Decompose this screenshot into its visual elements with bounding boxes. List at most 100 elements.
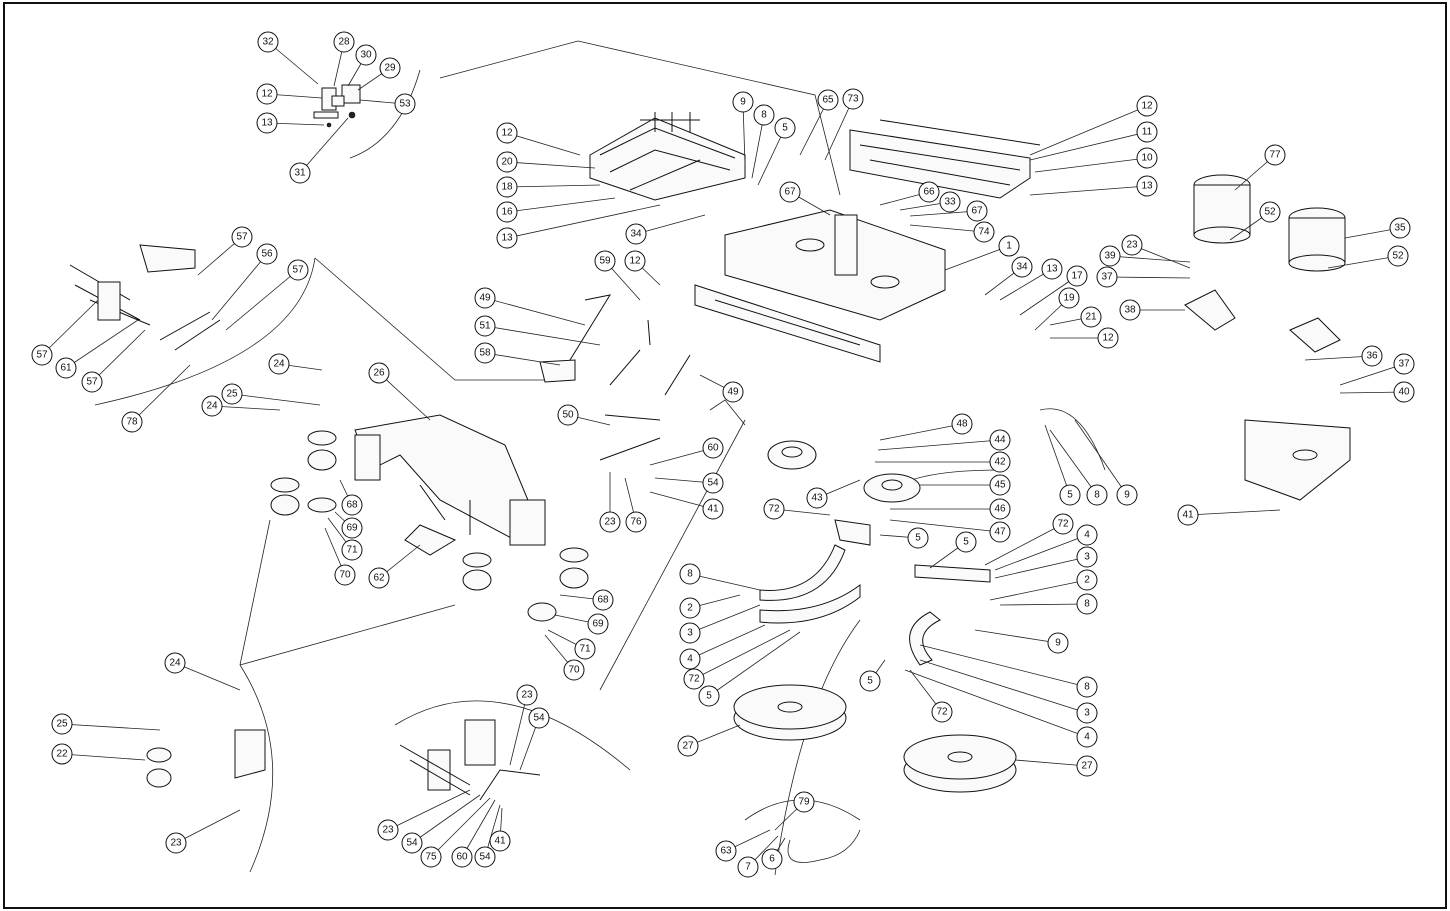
callout-number: 52 (1264, 207, 1276, 218)
callout-balloon: 72 (1052, 513, 1074, 535)
callout-number: 24 (273, 359, 285, 370)
callout-balloon: 8 (1076, 676, 1098, 698)
callout-balloon: 52 (1387, 245, 1409, 267)
leader-line (484, 352, 561, 366)
callout-number: 34 (630, 229, 642, 240)
callout-balloon: 5 (1059, 484, 1081, 506)
leader-line (1109, 255, 1191, 263)
callout-balloon: 71 (341, 539, 363, 561)
callout-number: 12 (261, 89, 273, 100)
leader-line (919, 644, 1088, 688)
callout-number: 67 (971, 206, 983, 217)
callout-balloon: 41 (1177, 504, 1199, 526)
callout-balloon: 63 (715, 840, 737, 862)
callout-balloon: 23 (599, 511, 621, 533)
leader-line (211, 405, 281, 411)
leader-line (506, 161, 596, 169)
callout-balloon: 45 (989, 474, 1011, 496)
callout-balloon: 33 (939, 191, 961, 213)
callout-balloon: 48 (951, 413, 973, 435)
leader-line (944, 245, 1010, 271)
callout-number: 72 (768, 504, 780, 515)
callout-balloon: 25 (221, 383, 243, 405)
callout-balloon: 54 (474, 846, 496, 868)
callout-number: 36 (1366, 351, 1378, 362)
callout-balloon: 69 (587, 613, 609, 635)
callout-number: 5 (915, 533, 921, 544)
rail-assembly-detail (849, 119, 1041, 199)
leader-line (708, 631, 801, 697)
callout-number: 40 (1398, 387, 1410, 398)
callout-balloon: 5 (774, 117, 796, 139)
leader-line (1029, 105, 1148, 156)
leader-line (689, 604, 761, 634)
callout-number: 62 (373, 573, 385, 584)
callout-number: 41 (707, 504, 719, 515)
leader-line (231, 393, 321, 406)
callout-balloon: 41 (489, 830, 511, 852)
leader-line (378, 372, 431, 421)
callout-balloon: 3 (1076, 546, 1098, 568)
callout-number: 72 (936, 707, 948, 718)
callout-balloon: 76 (625, 511, 647, 533)
motor-assembly-detail (1184, 174, 1351, 501)
callout-number: 50 (562, 410, 574, 421)
leader-line (1187, 509, 1281, 516)
leader-line (1339, 391, 1405, 394)
callout-balloon: 49 (722, 381, 744, 403)
callout-number: 12 (629, 256, 641, 267)
callout-number: 63 (720, 846, 732, 857)
leader-line (484, 297, 586, 326)
callout-number: 29 (384, 63, 396, 74)
callout-number: 10 (1141, 153, 1153, 164)
leader-line (61, 723, 161, 731)
callout-balloon: 13 (1136, 175, 1158, 197)
callout-number: 9 (1124, 490, 1130, 501)
callout-balloon: 31 (289, 162, 311, 184)
leader-line (994, 556, 1088, 579)
leader-lines (41, 41, 1405, 868)
callout-balloon: 60 (451, 846, 473, 868)
callout-number: 54 (707, 478, 719, 489)
callout-balloon: 3 (679, 622, 701, 644)
callout-number: 4 (1084, 530, 1090, 541)
leader-line (751, 114, 765, 179)
callout-number: 6 (769, 854, 775, 865)
callout-balloon: 12 (1136, 95, 1158, 117)
leader-line (387, 789, 471, 831)
callout-number: 56 (261, 249, 273, 260)
leader-line (1014, 759, 1088, 767)
leader-line (693, 629, 791, 680)
callout-number: 8 (687, 569, 693, 580)
callout-balloon: 67 (779, 181, 801, 203)
callout-balloon: 34 (625, 223, 647, 245)
callout-balloon: 75 (420, 846, 442, 868)
callout-number: 23 (382, 825, 394, 836)
callout-balloon: 34 (1011, 256, 1033, 278)
callout-number: 66 (923, 187, 935, 198)
callout-number: 69 (346, 523, 358, 534)
leader-line (974, 629, 1059, 644)
callout-balloon: 51 (474, 315, 496, 337)
callout-number: 60 (707, 443, 719, 454)
callout-number: 22 (56, 749, 68, 760)
callout-balloon: 57 (287, 259, 309, 281)
callout-number: 24 (206, 401, 218, 412)
callout-balloon: 57 (231, 226, 253, 248)
callout-balloon: 24 (268, 353, 290, 375)
callout-number: 16 (501, 207, 513, 218)
callout-number: 3 (1084, 552, 1090, 563)
callout-number: 51 (479, 321, 491, 332)
callout-number: 28 (338, 37, 350, 48)
callout-number: 41 (1182, 510, 1194, 521)
callout-number: 68 (597, 595, 609, 606)
callout-number: 23 (170, 838, 182, 849)
leader-line (299, 117, 349, 174)
callout-balloon: 23 (165, 832, 187, 854)
callout-number: 3 (687, 628, 693, 639)
callout-balloon: 40 (1393, 381, 1415, 403)
callout-number: 47 (994, 527, 1006, 538)
leader-line (689, 573, 761, 591)
callout-balloon: 10 (1136, 147, 1158, 169)
callout-balloon: 32 (257, 31, 279, 53)
